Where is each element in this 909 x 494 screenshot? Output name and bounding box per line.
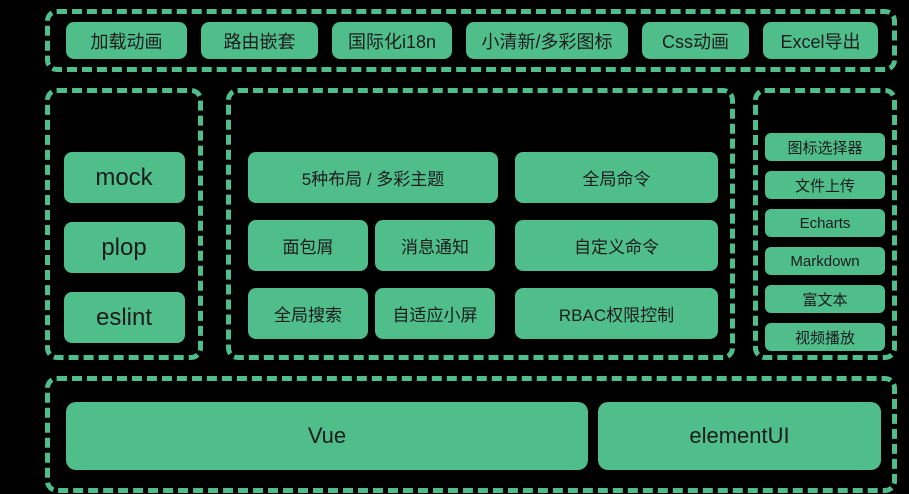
chip-file-upload: 文件上传 [765, 171, 885, 199]
chip-global-command: 全局命令 [515, 152, 718, 203]
chip-mock: mock [63, 152, 185, 203]
chip-icon-picker: 图标选择器 [765, 133, 885, 161]
features-row-2: 面包屑 消息通知 自定义命令 [248, 220, 730, 271]
chip-message-notification: 消息通知 [375, 220, 495, 271]
chip-rich-text: 富文本 [765, 285, 885, 313]
chip-breadcrumb: 面包屑 [248, 220, 368, 271]
chip-plop: plop [63, 222, 185, 273]
chip-global-search: 全局搜索 [248, 288, 368, 339]
chip-responsive-small-screen: 自适应小屏 [375, 288, 495, 339]
group-top-features: 加载动画 路由嵌套 国际化i18n 小清新/多彩图标 Css动画 Excel导出 [45, 9, 897, 72]
chip-css-animation: Css动画 [642, 22, 749, 59]
chip-markdown: Markdown [765, 247, 885, 275]
chip-custom-command: 自定义命令 [515, 220, 718, 271]
chip-video-player: 视频播放 [765, 323, 885, 351]
chip-layouts-themes: 5种布局 / 多彩主题 [248, 152, 498, 203]
group-framework: Vue elementUI [45, 376, 897, 493]
chip-vue: Vue [66, 402, 588, 470]
features-row-1: 5种布局 / 多彩主题 全局命令 [248, 152, 730, 203]
chip-excel-export: Excel导出 [763, 22, 878, 59]
chip-echarts: Echarts [765, 209, 885, 237]
chip-nested-routes: 路由嵌套 [201, 22, 318, 59]
chip-rbac-permission-control: RBAC权限控制 [515, 288, 718, 339]
group-components: 图标选择器 文件上传 Echarts Markdown 富文本 视频播放 [753, 88, 897, 360]
chip-i18n: 国际化i18n [332, 22, 452, 59]
group-core-features: 5种布局 / 多彩主题 全局命令 面包屑 消息通知 自定义命令 全局搜索 自适应… [226, 88, 735, 360]
chip-colorful-icons: 小清新/多彩图标 [466, 22, 628, 59]
group-tooling: mock plop eslint [45, 88, 203, 360]
chip-element-ui: elementUI [598, 402, 881, 470]
features-row-3: 全局搜索 自适应小屏 RBAC权限控制 [248, 288, 730, 339]
chip-loading-animation: 加载动画 [66, 22, 187, 59]
chip-eslint: eslint [63, 292, 185, 343]
